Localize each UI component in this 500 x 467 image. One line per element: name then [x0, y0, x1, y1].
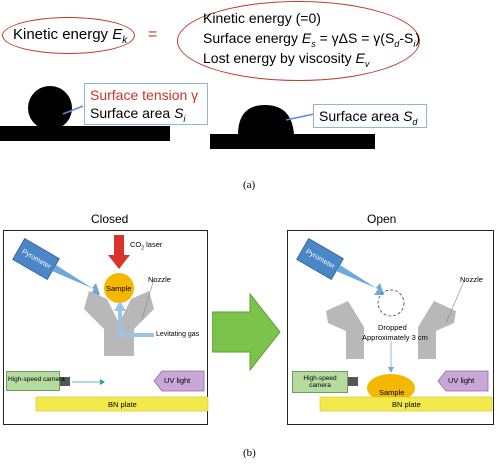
sample-sphere	[104, 273, 134, 303]
camera-view-arrowhead	[100, 379, 105, 385]
open-title: Open	[367, 212, 397, 226]
pyrometer-body-open	[296, 238, 344, 280]
open-setup-graphics	[296, 238, 493, 412]
drop-distance-label: Approximately 3 cm	[362, 333, 428, 342]
uv-arrow	[153, 370, 205, 392]
left-substrate	[0, 126, 170, 141]
laser-label: CO2 laser	[130, 240, 163, 252]
surface-area-final-label: Surface area Sd	[319, 108, 418, 127]
kinetic-energy-zero: Kinetic energy (=0)	[203, 10, 321, 26]
drop-arrowhead	[388, 367, 394, 373]
surface-area-initial-label: Surface area Si	[90, 105, 186, 124]
closed-setup-graphics	[12, 235, 209, 412]
droplet-illustration	[0, 86, 375, 149]
gas-label: Levitating gas	[156, 331, 200, 338]
bn-plate-open	[319, 396, 493, 412]
transition-arrow	[212, 292, 281, 372]
gas-arrow	[118, 309, 154, 337]
uv-label-closed: UV light	[164, 376, 191, 385]
gas-arrowhead	[114, 301, 126, 311]
surface-area-final-box: Surface area Sd	[313, 104, 427, 128]
camera-box-open	[292, 371, 348, 393]
nozzle-left-open	[326, 301, 364, 359]
left-pointer-line	[62, 105, 84, 115]
original-sample-position	[377, 289, 405, 317]
kinetic-energy-label: Kinetic energy Ek	[13, 26, 128, 46]
camera-label-open: High-speed camera	[303, 375, 337, 390]
surface-tension-label: Surface tension γ	[90, 87, 199, 103]
equals-sign: =	[148, 26, 158, 43]
lost-energy-viscosity: Lost energy by viscosity Ev	[203, 50, 370, 69]
nozzle-left	[84, 291, 120, 356]
sample-dropped	[367, 374, 415, 402]
caption-b: (b)	[243, 447, 256, 459]
right-pointer-line	[285, 113, 315, 121]
surface-tension-box: Surface tension γ Surface area Si	[84, 83, 208, 125]
surface-energy-formula: Surface energy Es = γΔS = γ(Sd-Si)	[203, 30, 420, 49]
energy-terms-oval	[177, 1, 420, 81]
dropped-label: Dropped	[378, 323, 407, 332]
uv-label-open: UV light	[448, 376, 475, 385]
pyrometer-beam-arrow-open	[336, 265, 384, 295]
laser-arrow	[108, 235, 130, 269]
pyrometer-beam-arrow	[52, 265, 100, 295]
sample-label-closed: Sample	[106, 284, 132, 293]
right-substrate	[210, 134, 375, 149]
spread-droplet	[238, 105, 294, 135]
nozzle-label-closed: Nozzle	[148, 275, 171, 284]
bn-plate-closed	[35, 396, 209, 412]
camera-box-closed	[6, 371, 60, 391]
plate-label-open: BN plate	[392, 400, 421, 409]
nozzle-pointer	[141, 278, 155, 320]
nozzle-right	[118, 291, 154, 356]
sample-label-open: Sample	[379, 388, 405, 397]
plate-label-closed: BN plate	[108, 400, 137, 409]
pyrometer-body	[12, 238, 60, 280]
uv-arrow-open	[437, 370, 489, 392]
nozzle-pointer-open	[445, 280, 465, 324]
camera-label-closed: High-speed camera	[8, 376, 65, 383]
camera-lens-open	[348, 377, 358, 386]
closed-panel: Pyrometer CO2 laser Sample Nozzle Levita…	[3, 230, 209, 425]
closed-title: Closed	[91, 212, 129, 226]
caption-a: (a)	[243, 179, 256, 191]
camera-lens	[60, 377, 70, 386]
open-panel: Pyrometer Nozzle Dropped Approximately 3…	[287, 230, 494, 425]
kinetic-energy-oval	[2, 17, 135, 54]
nozzle-label-open: Nozzle	[460, 275, 483, 284]
spherical-droplet	[28, 86, 72, 130]
nozzle-right-open	[418, 301, 456, 359]
